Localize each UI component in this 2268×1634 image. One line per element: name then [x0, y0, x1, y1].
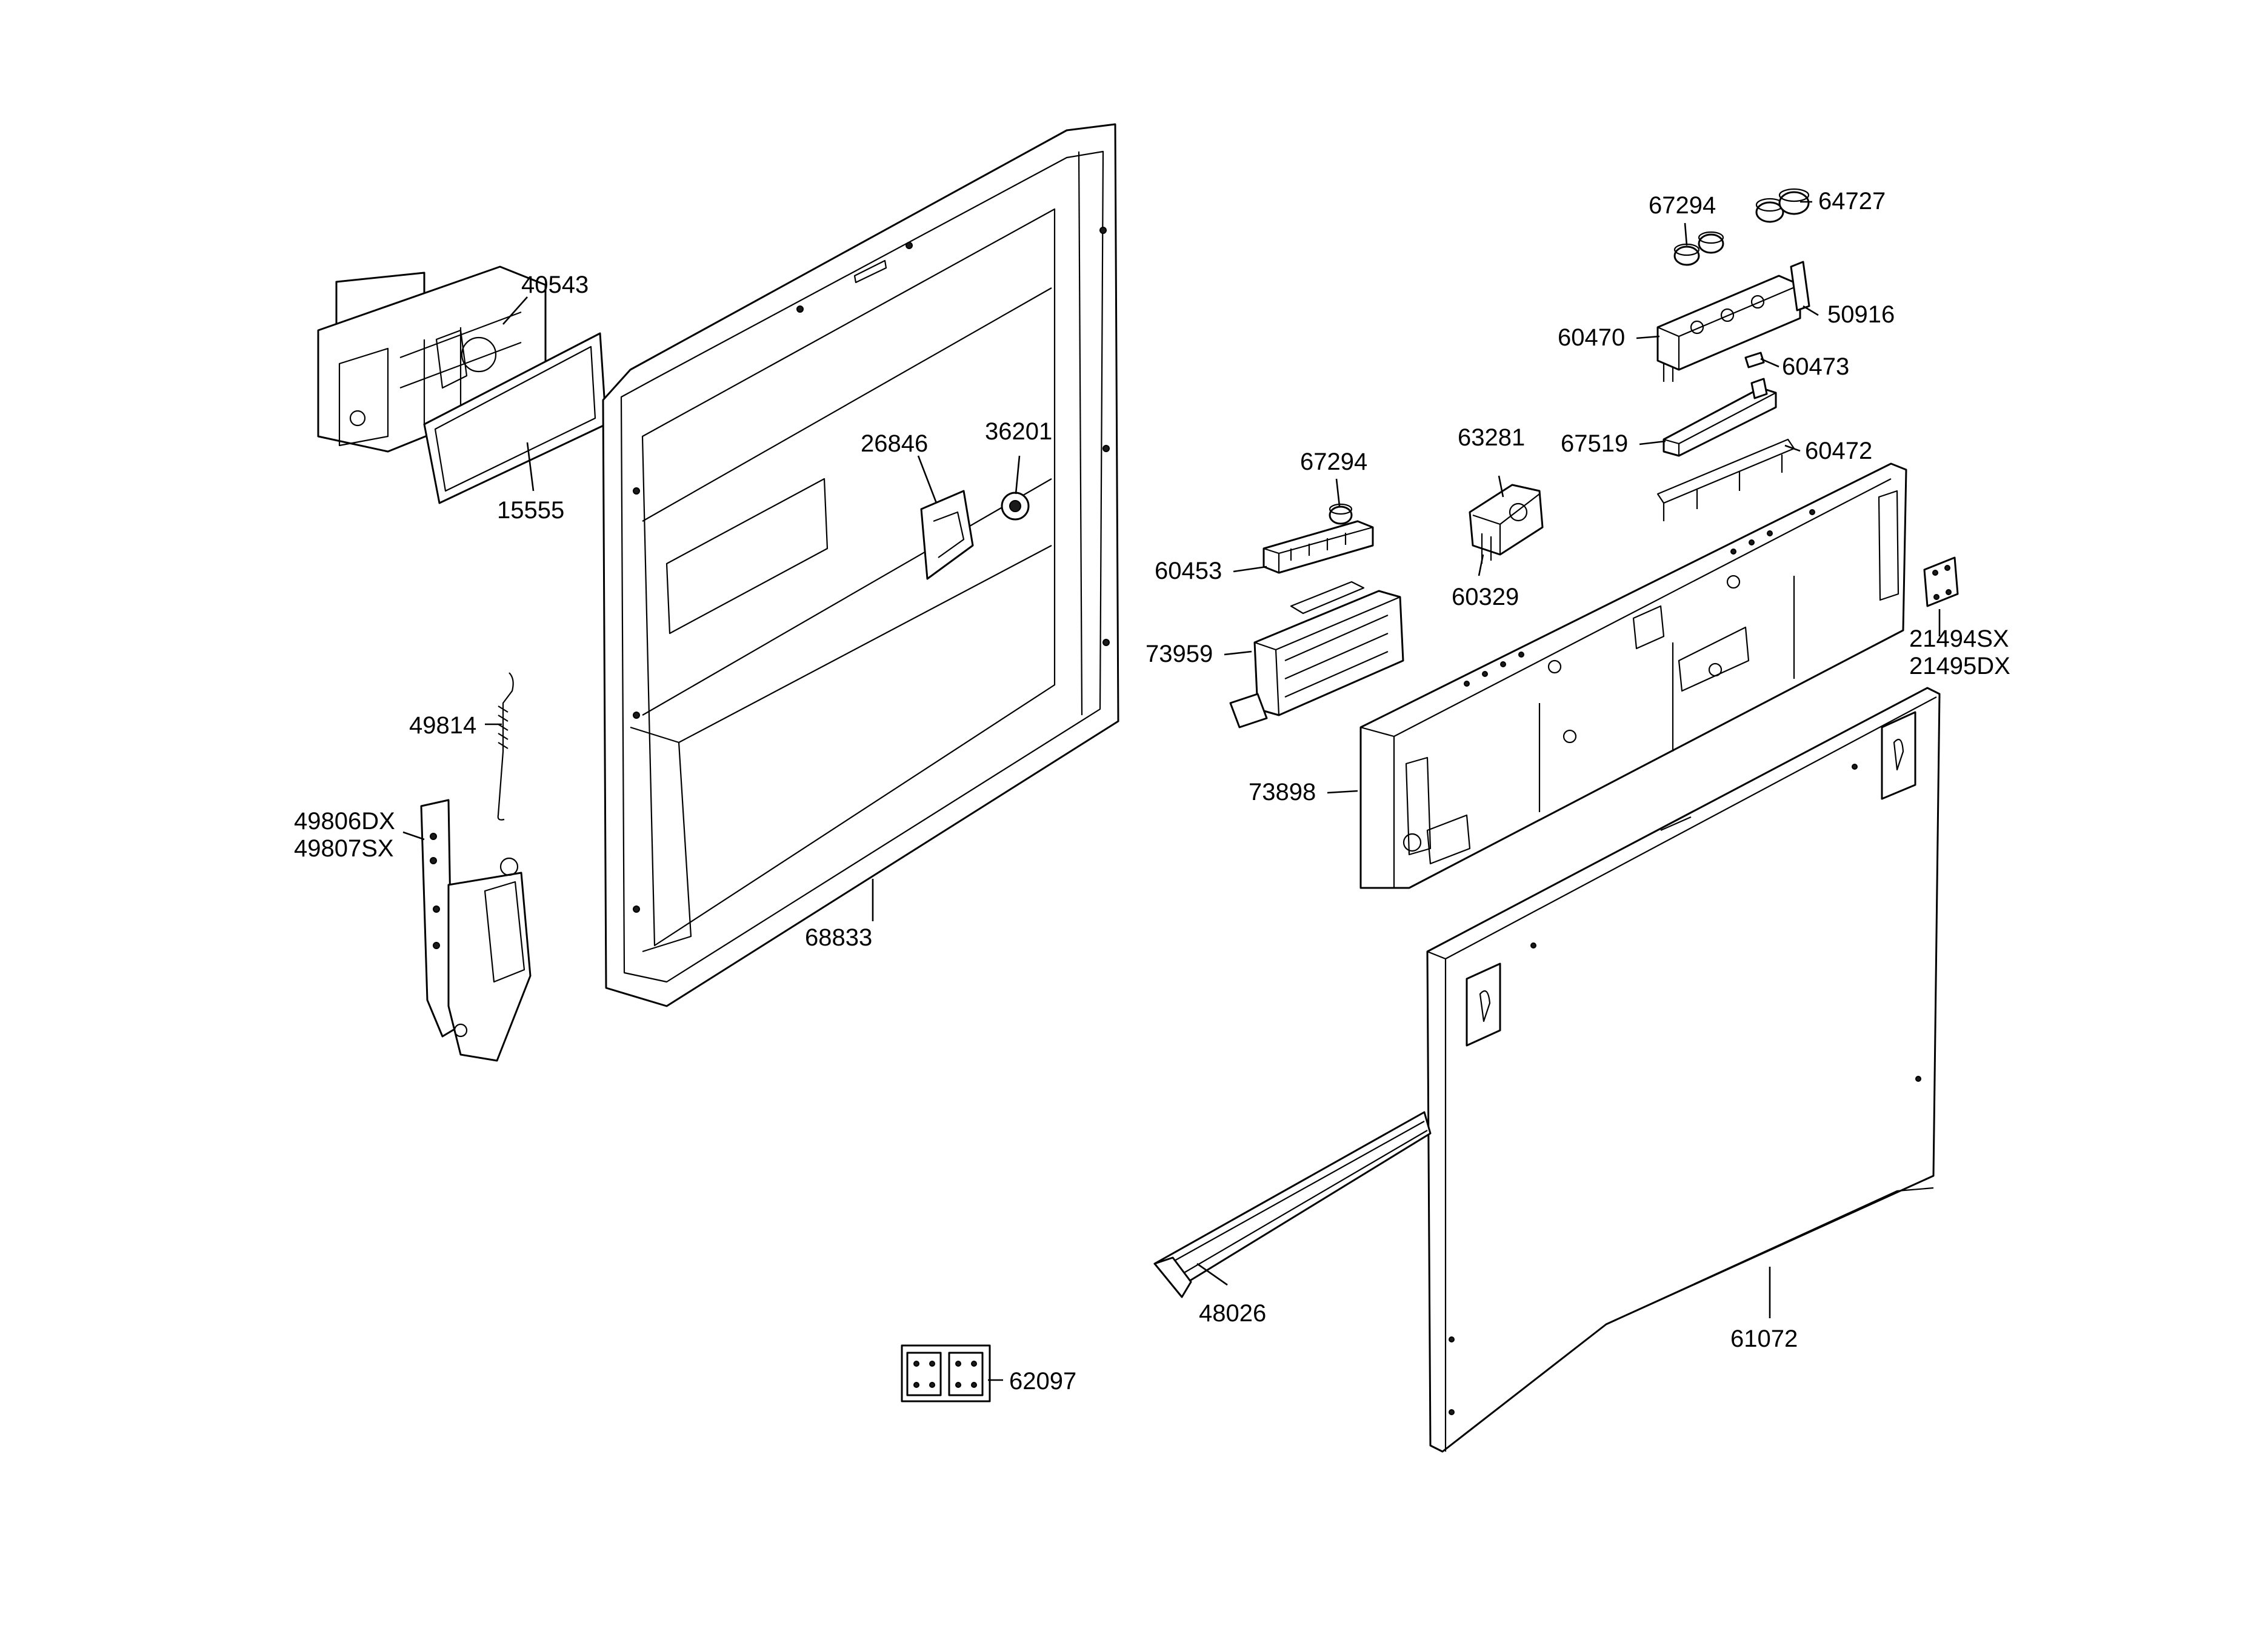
part-67294-button-mid	[1329, 503, 1353, 525]
part-48026-rail	[1153, 1111, 1432, 1298]
label-60453: 60453	[1155, 558, 1222, 584]
part-21494-plate	[1923, 556, 1959, 607]
part-67294-button-top	[1673, 231, 1724, 266]
label-61072: 61072	[1730, 1326, 1798, 1352]
label-49806: 49806DX	[294, 808, 395, 835]
label-62097: 62097	[1009, 1368, 1076, 1395]
part-67519-board	[1663, 378, 1777, 457]
part-36201-knob	[1001, 492, 1030, 521]
part-63281-switch	[1469, 484, 1544, 564]
label-36201: 36201	[985, 418, 1052, 445]
leader-lines	[402, 201, 1941, 1381]
label-60470: 60470	[1558, 324, 1625, 351]
label-67294-mid: 67294	[1300, 449, 1367, 475]
part-61072-outer-door	[1426, 687, 1941, 1453]
part-62097-plates	[901, 1344, 991, 1402]
part-50916-button-panel	[1656, 261, 1810, 382]
part-49814-spring	[497, 672, 514, 821]
label-48026: 48026	[1199, 1300, 1266, 1327]
part-73959-electronic-module	[1229, 581, 1404, 729]
label-67519: 67519	[1561, 430, 1628, 457]
label-40543: 40543	[521, 272, 589, 298]
label-26846: 26846	[861, 430, 928, 457]
label-49814: 49814	[409, 712, 476, 739]
label-64727: 64727	[1818, 188, 1886, 215]
label-15555: 15555	[497, 497, 564, 524]
label-63281: 63281	[1458, 424, 1525, 451]
label-49807: 49807SX	[294, 835, 394, 862]
part-68833-inner-door	[602, 123, 1119, 1007]
label-21495: 21495DX	[1909, 653, 2010, 679]
part-60453-button-strip	[1262, 520, 1374, 574]
label-73898: 73898	[1249, 779, 1316, 805]
label-60472: 60472	[1805, 438, 1872, 464]
part-60473-clip	[1744, 352, 1765, 368]
label-73959: 73959	[1146, 641, 1213, 667]
part-49806-hinge	[420, 799, 532, 1062]
label-50916: 50916	[1827, 301, 1895, 328]
label-67294-top: 67294	[1649, 192, 1716, 219]
label-60473: 60473	[1782, 353, 1849, 380]
part-number-labels: 40543 15555 26846 36201 49814 49806DX 49…	[294, 188, 2010, 1395]
part-73898-control-panel	[1359, 462, 1907, 889]
label-60329: 60329	[1452, 584, 1519, 610]
part-64727-knob	[1755, 188, 1810, 223]
label-21494: 21494SX	[1909, 625, 2009, 652]
part-26846-bracket	[920, 490, 974, 580]
label-68833: 68833	[805, 924, 872, 951]
